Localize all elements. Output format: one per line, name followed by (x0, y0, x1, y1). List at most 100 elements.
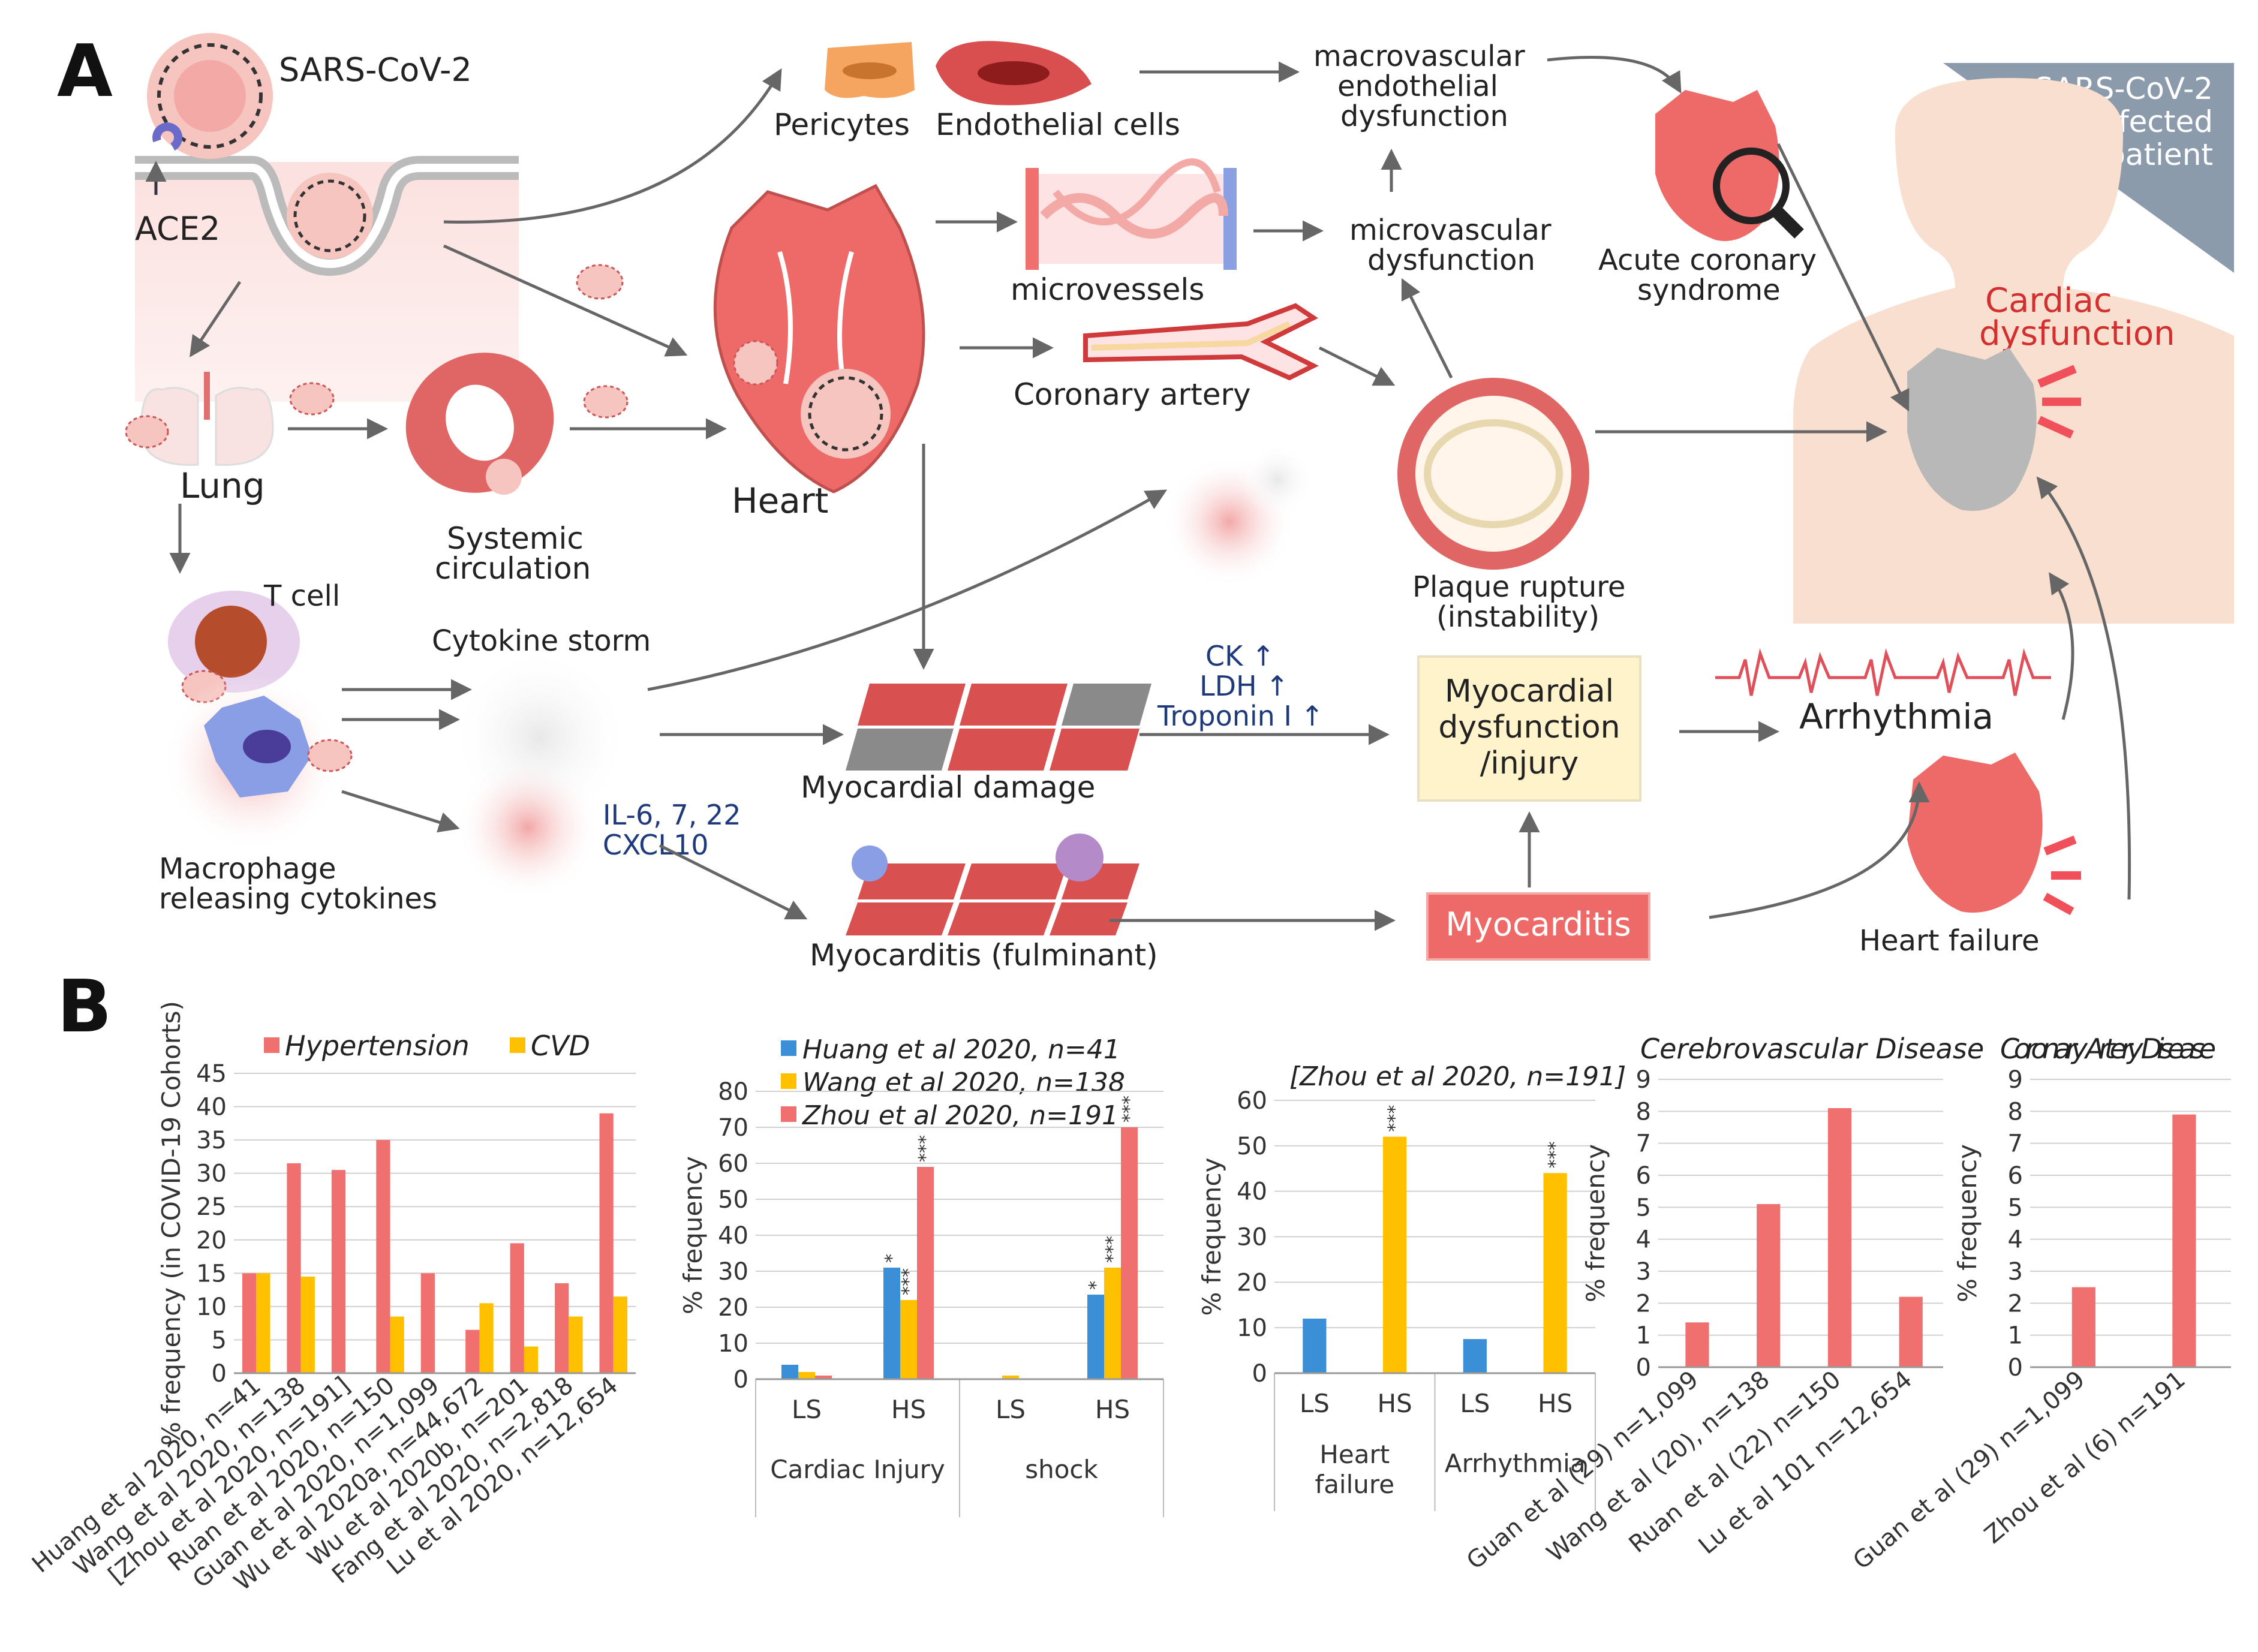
sars-cov-2-virion (147, 33, 273, 159)
panel-a-letter: A (57, 30, 113, 113)
label-troponin: Troponin I ↑ (1157, 700, 1324, 732)
chart5-ytick-label: 6 (2008, 1162, 2023, 1190)
macrophage-icon (162, 672, 342, 851)
chart1-bar (390, 1316, 404, 1373)
chart3-group-label: Heart (1319, 1440, 1390, 1469)
chart1-ytick-label: 10 (196, 1293, 227, 1321)
label-cardiac-2: dysfunction (1979, 314, 2175, 353)
virion-small (576, 264, 624, 300)
chart2-ytick-label: 20 (718, 1294, 748, 1322)
legend-swatch-huang (781, 1040, 796, 1056)
label-mdi-3: /injury (1480, 745, 1579, 781)
chart4-ytick-label: 4 (1636, 1226, 1651, 1254)
chart1-ylabel: % frequency (in COVID-19 Cohorts) (157, 1001, 186, 1446)
chart2-ytick-label: 50 (718, 1186, 748, 1214)
chart4-title: Cerebrovascular Disease (1640, 1033, 1984, 1065)
chart3-ytick-label: 0 (1252, 1360, 1267, 1388)
label-myocarditis: Myocarditis (1445, 905, 1631, 943)
label-plaque-1: Plaque rupture (1412, 570, 1625, 604)
chart1-bar (479, 1303, 494, 1373)
chart2-bar (883, 1268, 900, 1379)
acs-heart-icon (1655, 90, 1804, 241)
chart3-category-label: HS (1538, 1389, 1573, 1418)
chart2-bar (798, 1372, 815, 1379)
label-microvessels: microvessels (1011, 272, 1204, 307)
chart1-bar (555, 1283, 569, 1373)
ecg-trace (1715, 648, 2051, 696)
chart5-ytick-label: 8 (2008, 1098, 2023, 1126)
chart1-ytick-label: 5 (212, 1326, 227, 1354)
chart1-bar (242, 1273, 257, 1373)
chart1-ytick-label: 45 (196, 1060, 227, 1088)
myocardial-damage-icon (846, 684, 1151, 771)
microvessels-icon (1026, 158, 1237, 270)
chart2-ytick-label: 40 (718, 1222, 748, 1250)
label-cytokine-storm: Cytokine storm (432, 624, 651, 658)
label-mdi-1: Myocardial (1445, 673, 1614, 709)
chart4-ytick-label: 1 (1636, 1322, 1651, 1350)
chart2-ytick-label: 80 (718, 1078, 748, 1106)
chart3-category-label: LS (1300, 1389, 1330, 1418)
chart3-ytick-label: 10 (1237, 1314, 1267, 1342)
chart1-bar (599, 1113, 614, 1373)
dysfunctional-heart-icon (1907, 348, 2081, 511)
chart3-category-label: LS (1460, 1389, 1490, 1418)
chart3-ylabel: % frequency (1197, 1158, 1226, 1316)
legend-hypertension: Hypertension (285, 1030, 470, 1062)
chart2-significance-mark: *** (1102, 1236, 1123, 1263)
chart1-ytick-label: 40 (196, 1094, 227, 1121)
legend-huang: Huang et al 2020, n=41 (802, 1034, 1120, 1065)
label-lung: Lung (180, 465, 265, 506)
chart5-ytick-label: 4 (2008, 1226, 2023, 1254)
chart5-ytick-label: 1 (2008, 1322, 2023, 1350)
chart5-ytick-label: 0 (2008, 1354, 2023, 1382)
chart5-ytick-label: 5 (2008, 1194, 2023, 1221)
lung-icon (125, 372, 274, 466)
label-systemic-1: Systemic (447, 521, 584, 556)
chart2-bar (781, 1365, 798, 1379)
label-coronary: Coronary artery (1014, 377, 1251, 412)
legend-zhou: Zhou et al 2020, n=191 (802, 1100, 1119, 1131)
chart1-ytick-label: 20 (196, 1227, 227, 1254)
legend-swatch-zhou (781, 1106, 796, 1122)
t-cell-icon (168, 591, 300, 693)
chart1-ytick-label: 35 (196, 1127, 227, 1154)
chart1-ytick-label: 25 (196, 1193, 227, 1221)
coronary-artery-icon (1083, 303, 1319, 381)
chart2-significance-mark: * (882, 1254, 903, 1263)
chart3-ytick-label: 20 (1237, 1269, 1267, 1296)
chart2-bar (815, 1376, 832, 1379)
label-micro-1: microvascular (1349, 213, 1552, 247)
chart5-bar (2172, 1114, 2196, 1367)
label-endothelial: Endothelial cells (936, 107, 1180, 142)
chart2-significance-mark: *** (915, 1135, 936, 1162)
chart1-ytick-label: 0 (212, 1360, 227, 1388)
endocytosed-virion (287, 173, 373, 259)
pathway-arrows (169, 56, 2131, 931)
chart2-bar (1121, 1127, 1138, 1379)
chart2-bar (1104, 1268, 1121, 1379)
chart4-ytick-label: 2 (1636, 1290, 1651, 1317)
myocarditis-box (1426, 892, 1650, 961)
chart1-ytick-label: 15 (196, 1260, 227, 1287)
chart3-category-label: HS (1378, 1389, 1412, 1418)
label-macro-2: endothelial (1337, 70, 1498, 103)
chart4-bar (1899, 1296, 1923, 1367)
chart2-ytick-label: 70 (718, 1114, 748, 1142)
label-heart-failure: Heart failure (1859, 924, 2039, 958)
chart2-significance-mark: * (1086, 1281, 1107, 1290)
label-pericytes: Pericytes (774, 107, 910, 142)
ace2-receptor-icon (152, 122, 183, 151)
label-macro-3: dysfunction (1340, 100, 1508, 133)
label-acs-2: syndrome (1637, 273, 1781, 307)
chart2-significance-mark: *** (1119, 1096, 1140, 1123)
chart3-ytick-label: 30 (1237, 1224, 1267, 1251)
chart3-group-label: Arrhythmia (1445, 1449, 1586, 1478)
chart2-significance-mark: *** (898, 1268, 919, 1295)
label-macrophage-2: releasing cytokines (159, 882, 437, 916)
chart3-significance-mark: *** (1545, 1141, 1566, 1168)
chart5-ytick-label: 3 (2008, 1258, 2023, 1286)
chart4-ytick-label: 7 (1636, 1130, 1651, 1158)
